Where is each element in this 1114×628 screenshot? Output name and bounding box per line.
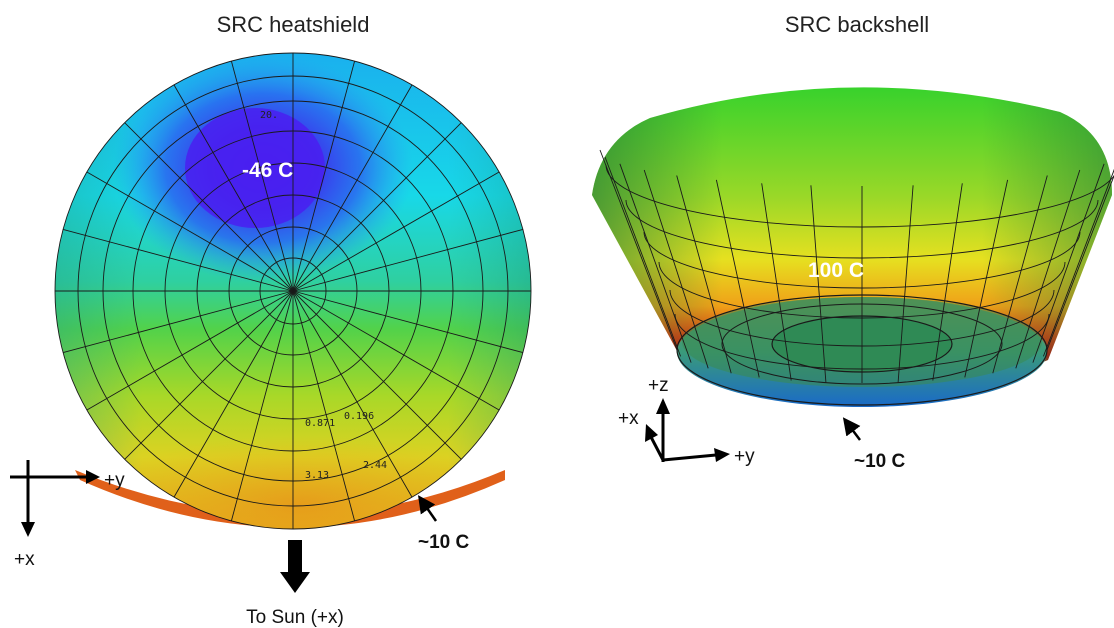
mesh-spoke xyxy=(230,290,294,522)
mesh-spoke xyxy=(292,290,500,411)
mesh-meridian xyxy=(761,183,792,381)
mesh-meridian xyxy=(643,169,709,369)
mesh-meridian xyxy=(1015,169,1081,369)
mesh-meridian xyxy=(964,179,1009,378)
mesh-meridian xyxy=(676,175,732,374)
mesh-meridian xyxy=(1042,168,1114,357)
contour-label-2: 0.871 xyxy=(305,418,335,429)
heatshield-axes: +y +x xyxy=(10,460,125,570)
backshell-axis-y: +y xyxy=(734,446,755,467)
mesh-spoke xyxy=(292,290,524,354)
mesh-spoke xyxy=(292,290,356,522)
backshell-max-temp: 100 C xyxy=(808,259,864,282)
mesh-meridian xyxy=(932,183,963,381)
heatshield-spokes xyxy=(55,53,531,529)
backshell-bottom-temp: ~10 C xyxy=(854,451,906,472)
backshell-body: 100 C xyxy=(592,87,1114,407)
heatshield-title: SRC heatshield xyxy=(217,12,370,37)
contour-label-5: 2.44 xyxy=(363,460,387,471)
mesh-spoke xyxy=(292,84,413,292)
mesh-spoke xyxy=(230,60,294,292)
mesh-meridian xyxy=(599,149,678,351)
heatshield-axis-x: +x xyxy=(14,549,35,570)
mesh-spoke xyxy=(292,290,413,498)
mesh-spoke xyxy=(173,290,294,498)
mesh-meridian xyxy=(604,156,682,357)
mesh-spoke xyxy=(62,228,294,292)
mesh-spoke xyxy=(292,171,500,292)
backshell-axis-z: +z xyxy=(648,375,669,396)
heatshield-edge-temp: ~10 C xyxy=(418,532,470,553)
mesh-spoke xyxy=(292,122,462,292)
heatshield-disc: 20. 0.871 0.196 3.13 2.44 -46 C xyxy=(54,52,532,530)
mesh-spoke xyxy=(62,290,294,354)
mesh-spoke xyxy=(173,84,294,292)
mesh-meridian xyxy=(715,179,760,378)
mesh-spoke xyxy=(292,228,524,292)
mesh-spoke xyxy=(292,60,356,292)
contour-label-1: 20. xyxy=(260,110,278,121)
backshell-mesh xyxy=(599,149,1114,383)
backshell-axis-x: +x xyxy=(618,408,639,429)
mesh-meridian xyxy=(897,185,914,383)
mesh-meridian xyxy=(1046,174,1114,351)
sun-direction-label: To Sun (+x) xyxy=(246,607,344,628)
mesh-meridian xyxy=(992,175,1048,374)
backshell-title: SRC backshell xyxy=(785,12,929,37)
mesh-spoke xyxy=(86,171,294,292)
contour-label-3: 0.196 xyxy=(344,411,374,422)
backshell-axes: +z +x +y xyxy=(618,375,755,467)
mesh-meridian xyxy=(810,185,827,383)
mesh-meridian xyxy=(1032,163,1105,363)
mesh-spoke xyxy=(124,290,294,460)
mesh-spoke xyxy=(124,122,294,292)
mesh-spoke xyxy=(86,290,294,411)
heatshield-axis-y: +y xyxy=(104,470,125,491)
contour-label-4: 3.13 xyxy=(305,470,329,481)
mesh-spoke xyxy=(292,290,462,460)
sun-direction-arrow xyxy=(280,540,310,593)
mesh-meridian xyxy=(619,163,692,363)
heatshield-min-temp: -46 C xyxy=(242,159,293,182)
